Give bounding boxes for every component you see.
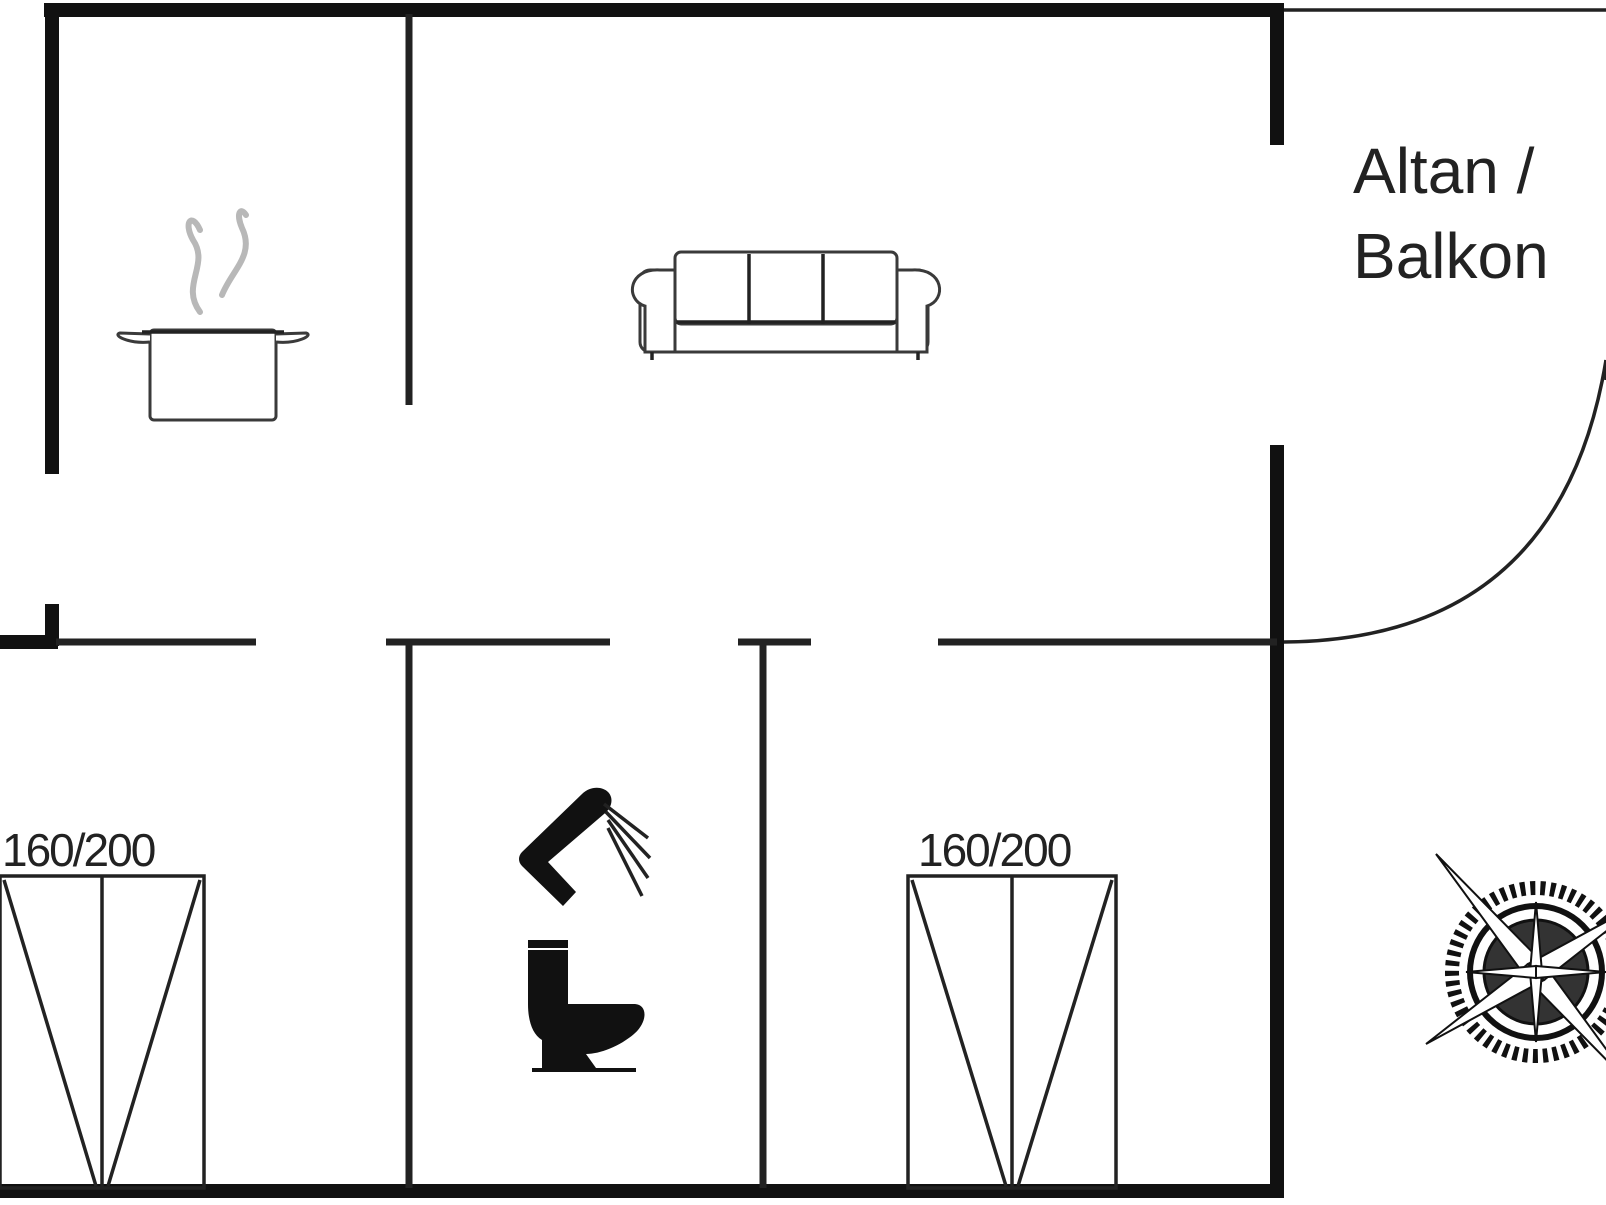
- compass-rose-icon: [1425, 853, 1606, 1063]
- double-bed-icon: [0, 874, 206, 1190]
- walls: [0, 3, 1606, 1198]
- double-bed-icon: [906, 874, 1118, 1190]
- shower-icon: [519, 787, 652, 906]
- bed-left-size-label: 160/200: [2, 824, 155, 876]
- cooking-pot-icon: [116, 208, 310, 422]
- bed-left: 160/200: [0, 824, 206, 1190]
- toilet-icon: [528, 940, 645, 1072]
- balcony-door-swing: [1283, 359, 1606, 644]
- sofa-icon: [630, 250, 942, 360]
- bed-right: 160/200: [906, 824, 1118, 1190]
- balcony-label-line1: Altan /: [1353, 135, 1535, 207]
- bed-right-size-label: 160/200: [918, 824, 1071, 876]
- balcony-label-line2: Balkon: [1353, 220, 1549, 292]
